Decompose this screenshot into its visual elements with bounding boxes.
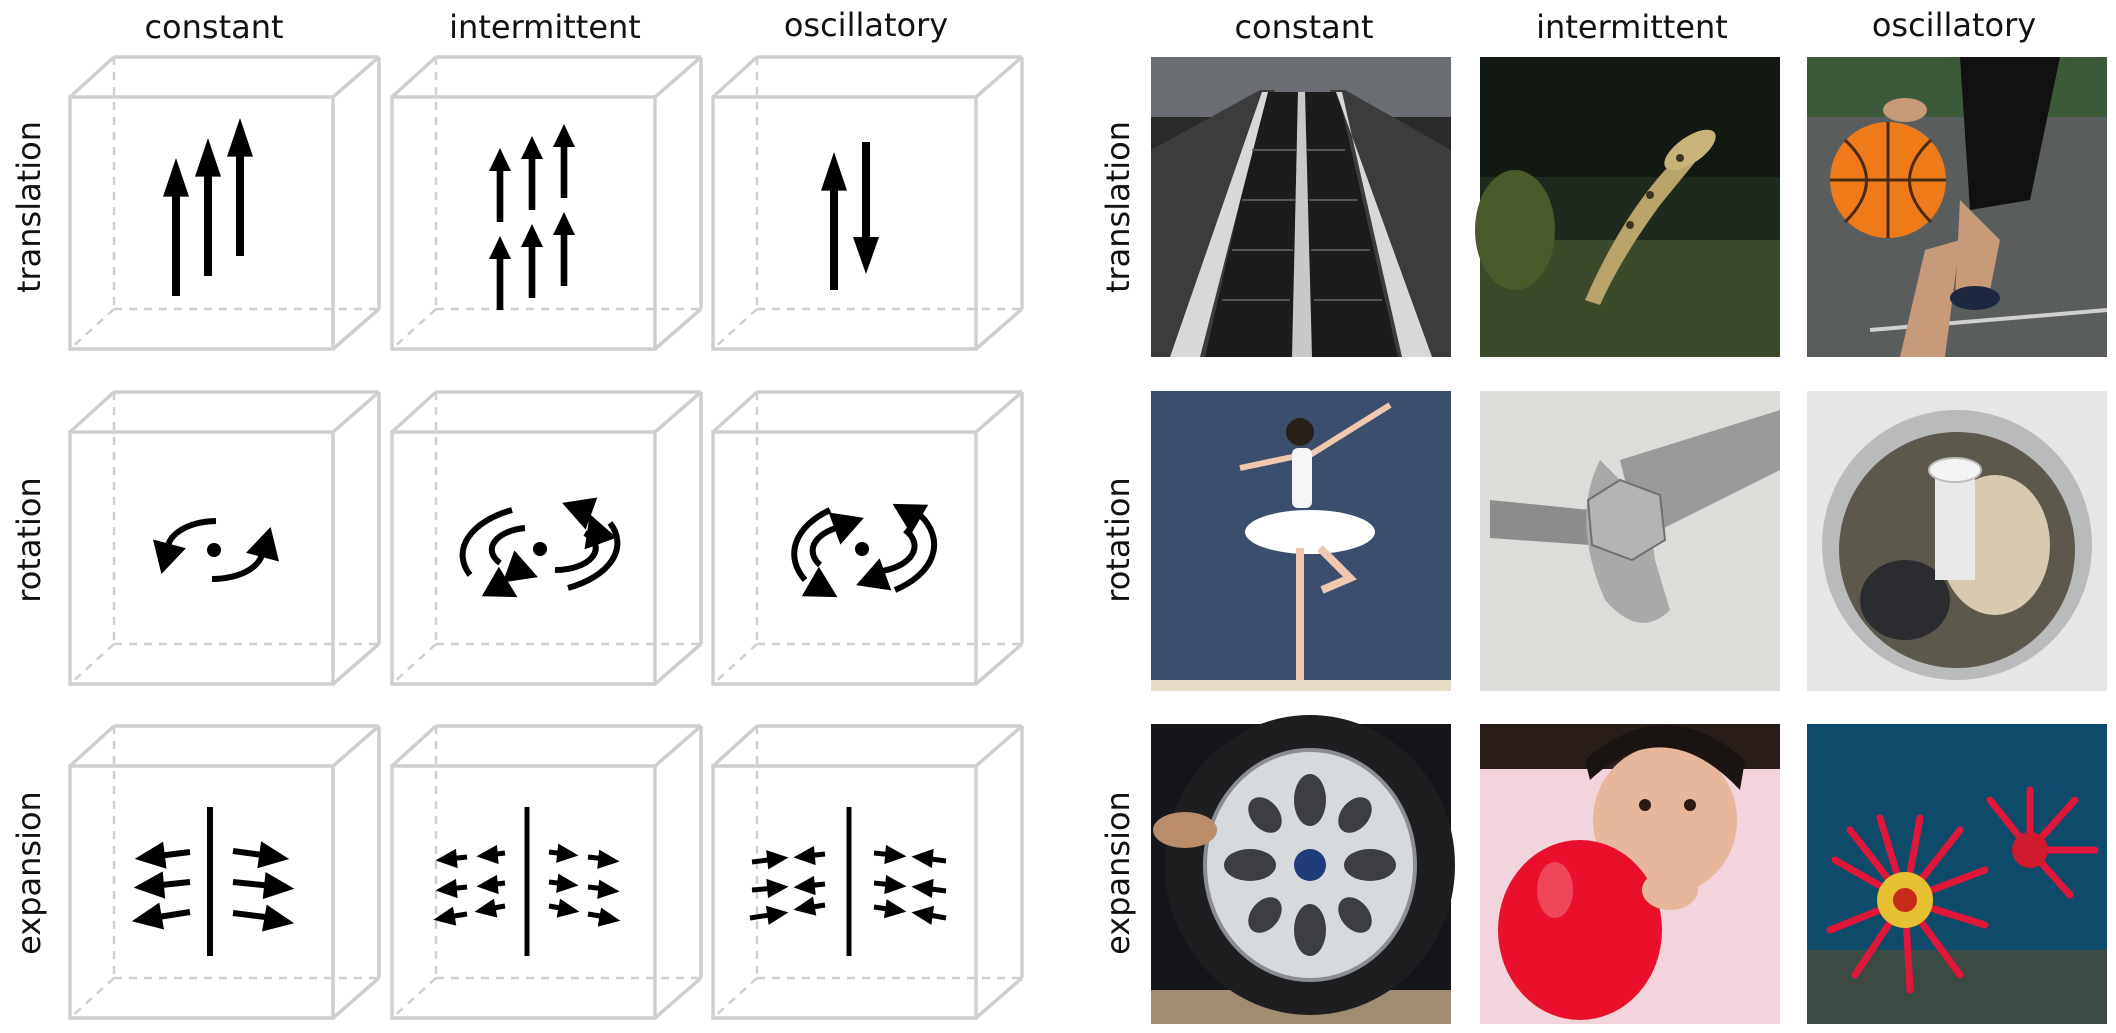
cube-expansion-constant: [68, 724, 381, 1020]
cube-rotation-oscillatory: [711, 390, 1024, 686]
expansion-oscillatory-arrows-icon: [749, 807, 947, 956]
column-header-right-oscillatory: oscillatory: [1872, 6, 2036, 44]
translation-intermittent-arrows-icon: [489, 124, 575, 310]
column-header-left-intermittent: intermittent: [449, 8, 641, 46]
rotation-constant-arrows-icon: [151, 518, 280, 583]
column-header-right-intermittent: intermittent: [1536, 8, 1728, 46]
cube-expansion-oscillatory: [711, 724, 1024, 1020]
cube-translation-intermittent: [390, 55, 703, 351]
column-header-left-constant: constant: [144, 8, 283, 46]
cube-rotation-constant: [68, 390, 381, 686]
expansion-constant-arrows-icon: [137, 807, 288, 956]
translation-oscillatory-arrows-icon: [821, 142, 879, 290]
column-header-left-oscillatory: oscillatory: [784, 6, 948, 44]
rotation-intermittent-arrows-icon: [459, 494, 621, 605]
row-label-left-rotation: rotation: [10, 477, 48, 602]
photo-balloon: [1480, 724, 1780, 1024]
row-label-right-expansion: expansion: [1099, 791, 1137, 955]
rotation-oscillatory-arrows-icon: [791, 497, 938, 605]
photo-escalator: [1151, 57, 1451, 357]
translation-constant-arrows-icon: [163, 118, 253, 296]
photo-washing-machine: [1807, 391, 2107, 691]
column-header-right-constant: constant: [1234, 8, 1373, 46]
photo-frog: [1475, 57, 1780, 357]
row-label-left-expansion: expansion: [10, 791, 48, 955]
row-label-right-rotation: rotation: [1099, 477, 1137, 602]
row-label-left-translation: translation: [10, 121, 48, 293]
photo-ballerina: [1151, 391, 1451, 691]
cube-rotation-intermittent: [390, 390, 703, 686]
row-label-right-translation: translation: [1099, 121, 1137, 293]
cube-expansion-intermittent: [390, 724, 703, 1020]
photo-wrench: [1480, 391, 1780, 691]
photo-basketball: [1807, 57, 2108, 357]
photo-tire: [1151, 715, 1455, 1024]
photo-sea-anemone: [1807, 724, 2107, 1024]
expansion-intermittent-arrows-icon: [434, 807, 620, 956]
cube-translation-constant: [68, 55, 381, 351]
